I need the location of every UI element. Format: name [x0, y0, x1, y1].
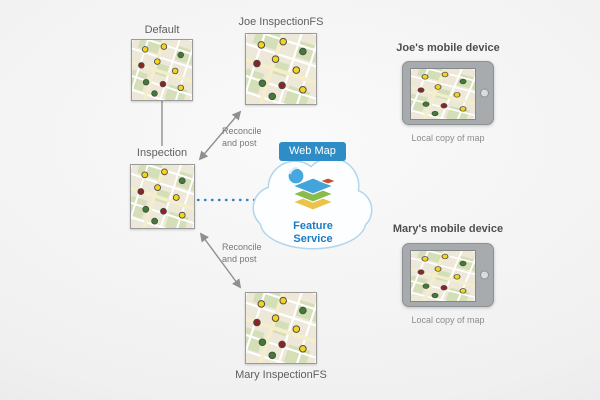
joe-device-title: Joe's mobile device	[396, 42, 500, 54]
joe-device-caption: Local copy of map	[411, 133, 485, 143]
mary-version-map	[214, 257, 352, 399]
feature-service-label: Feature Service	[293, 220, 333, 245]
joe-version-map	[214, 0, 352, 140]
mary-device	[402, 243, 494, 307]
inspection-version-label: Inspection	[136, 147, 188, 159]
mary-device-title: Mary's mobile device	[392, 223, 504, 235]
reconcile-label-bottom: Reconcile and post	[222, 242, 262, 264]
map-image	[411, 251, 475, 301]
joe-device-screen	[410, 68, 476, 120]
mary-device-home-button	[480, 270, 489, 280]
map-image	[102, 133, 226, 260]
joe-device	[402, 61, 494, 125]
map-image	[104, 9, 223, 131]
feature-service-cloud: Feature Service	[248, 146, 378, 258]
cloud-shape	[252, 157, 373, 250]
default-version-label: Default	[144, 24, 180, 36]
map-image	[214, 0, 352, 140]
mary-version-label: Mary InspectionFS	[235, 369, 327, 381]
map-image	[214, 257, 352, 399]
layers-icon	[287, 167, 338, 211]
joe-device-home-button	[480, 88, 489, 98]
mary-device-caption: Local copy of map	[411, 315, 485, 325]
inspection-version-map	[102, 133, 226, 260]
default-version-map	[104, 9, 223, 131]
mary-device-screen	[410, 250, 476, 302]
web-map-badge: Web Map	[279, 142, 346, 161]
joe-version-label: Joe InspectionFS	[238, 16, 324, 28]
reconcile-label-top: Reconcile and post	[222, 126, 262, 148]
map-image	[411, 69, 475, 119]
